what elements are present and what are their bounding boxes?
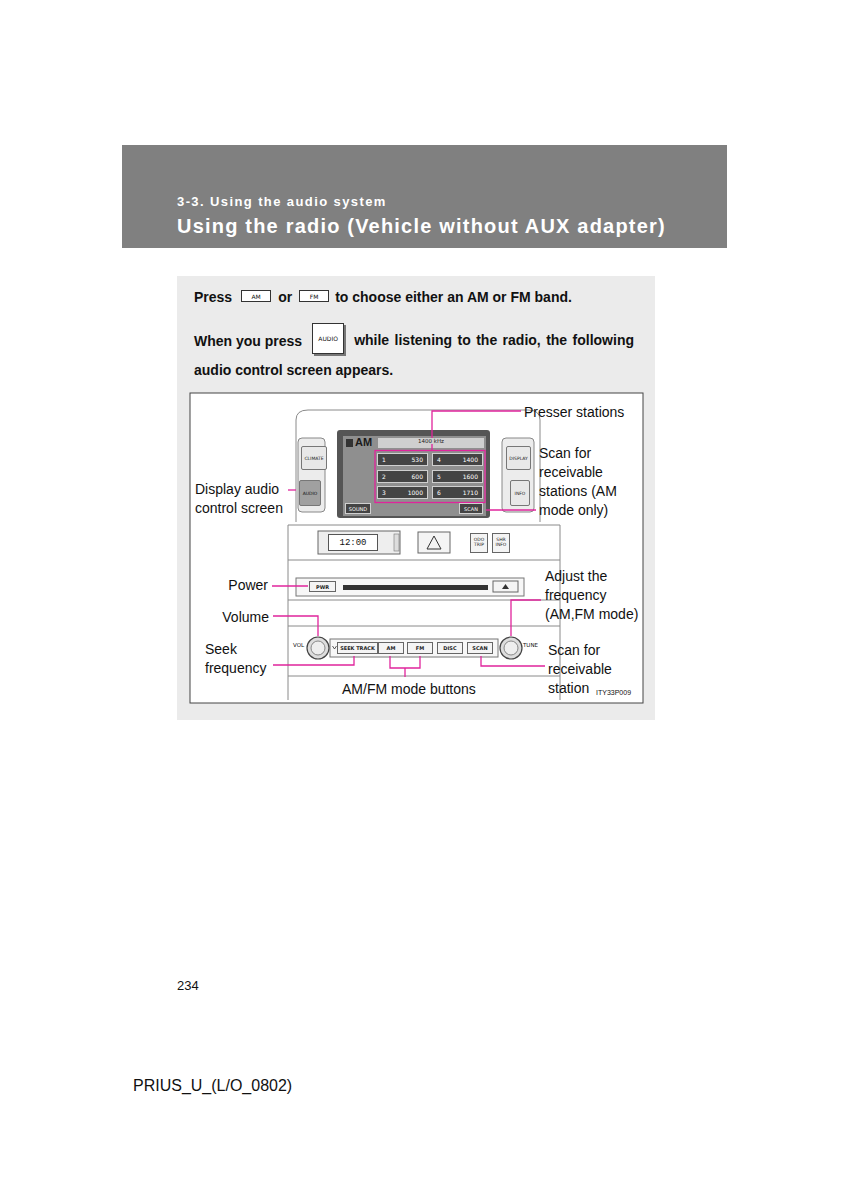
clock-display: 12:00 <box>328 534 378 551</box>
node-text: 6 <box>437 489 441 496</box>
frequency-text: 1400 kHz <box>416 438 446 444</box>
audio-button: AUDIO <box>299 480 321 506</box>
node-text: 5 <box>437 473 441 480</box>
node-text: 2 <box>382 473 386 480</box>
node-text: 1000 <box>408 489 423 496</box>
scan-button: SCAN <box>467 642 493 654</box>
node-text: SOUND <box>349 506 367 512</box>
callout-label: Power <box>190 576 268 595</box>
node-text: AM <box>387 645 396 651</box>
preset-button: 2 600 <box>377 470 428 483</box>
node-text: AUDIO <box>318 335 338 342</box>
figure-code: ITY33P009 <box>596 688 631 697</box>
seek-track-button: SEEK TRACK <box>337 642 378 654</box>
node-text: 1600 <box>463 473 478 480</box>
callout-label: Presser stations <box>524 403 624 422</box>
header-band: 3-3. Using the audio systemUsing the rad… <box>122 145 727 248</box>
audio-button-icon: AUDIO <box>312 323 344 354</box>
node-text: AM <box>355 436 372 448</box>
node-text: DISPLAY <box>509 456 527 461</box>
node-text: SCAN <box>472 645 487 651</box>
power-button: PWR <box>309 581 336 592</box>
callout-label: Display audio control screen <box>195 480 290 518</box>
node-text: FM <box>416 645 424 651</box>
node-text: FM <box>310 293 319 300</box>
node-text: AM <box>252 293 261 300</box>
fm-button-icon: FM <box>299 290 329 302</box>
node-text: AUDIO <box>303 491 318 496</box>
odo-trip-button: ODO TRIP <box>470 533 488 553</box>
node-text: When you press <box>194 333 302 349</box>
node-text: SHR INFO <box>493 538 509 548</box>
frequency-readout: 1400 kHz <box>378 438 484 445</box>
preset-button: 5 1600 <box>432 470 483 483</box>
node-text: CLIMATE <box>304 456 323 461</box>
node-text: ODO TRIP <box>471 538 487 548</box>
node-text: PWR <box>316 584 329 590</box>
callout-label: Volume <box>190 608 269 627</box>
am-button: AM <box>378 642 404 654</box>
node-text: 530 <box>412 456 423 463</box>
info-button: INFO <box>510 480 530 506</box>
display-button: DISPLAY <box>506 446 531 470</box>
node-text: 1400 <box>463 456 478 463</box>
fm-button: FM <box>407 642 433 654</box>
sound-button: SOUND <box>345 503 371 514</box>
node-text: while listening to the radio, the follow… <box>194 325 634 385</box>
node-text: DISC <box>443 645 456 651</box>
node-text: or <box>278 289 292 305</box>
preset-button: 6 1710 <box>432 486 483 499</box>
scan-button: SCAN <box>459 503 483 514</box>
node-text: to choose either an AM or FM band. <box>335 289 572 305</box>
node-text: 3 <box>382 489 386 496</box>
preset-button: 1530 <box>377 453 428 466</box>
callout-label: Seek frequency <box>205 640 275 678</box>
knob-label: TUNE <box>523 641 538 649</box>
node-text: 12:00 <box>339 538 366 548</box>
am-button-icon: AM <box>241 290 271 302</box>
callout-label: AM/FM mode buttons <box>342 680 476 699</box>
node-text: 600 <box>412 473 423 480</box>
node-text: 1 <box>382 456 386 463</box>
preset-button: 4 1400 <box>432 453 483 466</box>
node-text: 4 <box>437 456 441 463</box>
shr-info-button: SHR INFO <box>492 533 510 553</box>
node-text: 1710 <box>463 489 478 496</box>
node-text: 3-3. Using the audio system <box>177 192 727 212</box>
footer-code: PRIUS_U_(L/O_0802) <box>133 1076 292 1096</box>
callout-label: Scan for receivable stations (AM mode on… <box>539 444 639 520</box>
climate-button: CLIMATE <box>301 446 327 470</box>
node-text: Press <box>194 289 232 305</box>
node-text: INFO <box>515 491 526 496</box>
preset-button: 3 1000 <box>377 486 428 499</box>
node-text: Using the radio (Vehicle without AUX ada… <box>177 212 727 240</box>
node-text: SEEK TRACK <box>340 645 375 651</box>
callout-label: Adjust the frequency (AM,FM mode) <box>545 567 641 624</box>
display-screen: AM1400 kHz1530414002600516003100061710SO… <box>343 436 486 516</box>
page-number: 234 <box>177 978 199 994</box>
disc-button: DISC <box>437 642 463 654</box>
node-text: SCAN <box>464 506 478 512</box>
knob-label: VOL <box>293 641 304 649</box>
